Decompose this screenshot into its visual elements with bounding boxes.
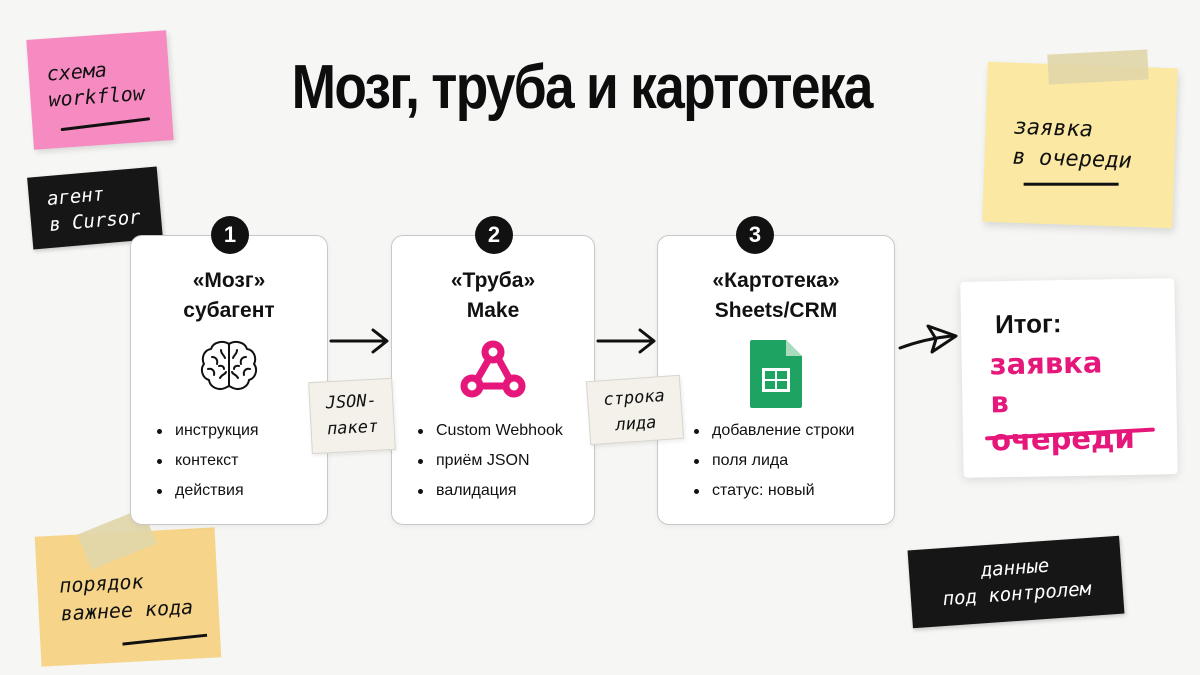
card-title-line: субагент bbox=[183, 299, 275, 322]
sticky-line: заявка bbox=[1013, 114, 1094, 143]
card-title: «Картотека» Sheets/CRM bbox=[658, 266, 894, 326]
card-title: «Труба» Make bbox=[392, 266, 594, 326]
sticky-line: workflow bbox=[47, 80, 146, 112]
card-title-line: Sheets/CRM bbox=[714, 299, 838, 322]
list-item: приём JSON bbox=[418, 450, 563, 480]
result-card: Итог: заявка в очереди bbox=[960, 278, 1178, 478]
hand-drawn-arrow-icon bbox=[898, 324, 958, 354]
sticky-note-schema: схема workflow bbox=[26, 30, 174, 150]
list-item: контекст bbox=[157, 450, 259, 480]
result-label: Итог: bbox=[994, 308, 1062, 340]
list-item: Custom Webhook bbox=[418, 420, 563, 450]
step-card-catalog: 3 «Картотека» Sheets/CRM добавление стро… bbox=[657, 216, 895, 525]
list-item: добавление строки bbox=[694, 420, 854, 450]
underline-stroke bbox=[1023, 182, 1119, 186]
arrow-right-icon bbox=[329, 328, 389, 354]
step-number-badge: 3 bbox=[736, 216, 774, 254]
sticky-line: важнее кода bbox=[60, 594, 194, 626]
result-value-line: в очереди bbox=[990, 385, 1136, 458]
step-number-badge: 2 bbox=[475, 216, 513, 254]
step-number-badge: 1 bbox=[211, 216, 249, 254]
brain-icon bbox=[199, 338, 259, 399]
bullet-list: Custom Webhook приём JSON валидация bbox=[418, 420, 563, 510]
tape-label-data: данные под контролем bbox=[907, 535, 1125, 629]
arrow-right-icon bbox=[596, 328, 656, 354]
card-title-line: «Мозг» bbox=[192, 269, 266, 292]
page-title: Мозг, труба и картотека bbox=[291, 53, 874, 122]
step-card-brain: 1 «Мозг» субагент инструкция контекст де… bbox=[130, 216, 328, 525]
underline-stroke bbox=[122, 633, 208, 646]
result-value-line: заявка bbox=[989, 345, 1103, 382]
connector-line: лида bbox=[614, 412, 658, 436]
list-item: поля лида bbox=[694, 450, 854, 480]
bullet-list: добавление строки поля лида статус: новы… bbox=[694, 420, 854, 510]
sticky-note-queue: заявка в очереди bbox=[982, 61, 1178, 229]
webhook-icon bbox=[460, 338, 526, 403]
card-title-line: «Картотека» bbox=[712, 269, 840, 292]
list-item: инструкция bbox=[157, 420, 259, 450]
connector-label-json: JSON- пакет bbox=[308, 377, 396, 455]
step-card-pipe: 2 «Труба» Make Custom Webhook приём JSON… bbox=[391, 216, 595, 525]
underline-stroke bbox=[60, 117, 151, 132]
sheets-icon bbox=[748, 338, 804, 415]
list-item: действия bbox=[157, 480, 259, 510]
list-item: статус: новый bbox=[694, 480, 854, 510]
list-item: валидация bbox=[418, 480, 563, 510]
bullet-list: инструкция контекст действия bbox=[157, 420, 259, 510]
card-title-line: «Труба» bbox=[450, 269, 536, 292]
card-title-line: Make bbox=[466, 299, 520, 322]
card-title: «Мозг» субагент bbox=[131, 266, 327, 326]
connector-label-row: строка лида bbox=[585, 374, 685, 446]
tape-strip bbox=[1047, 49, 1149, 85]
result-value: заявка в очереди bbox=[989, 342, 1161, 459]
connector-line: пакет bbox=[326, 416, 379, 440]
sticky-line: в очереди bbox=[1012, 144, 1133, 174]
